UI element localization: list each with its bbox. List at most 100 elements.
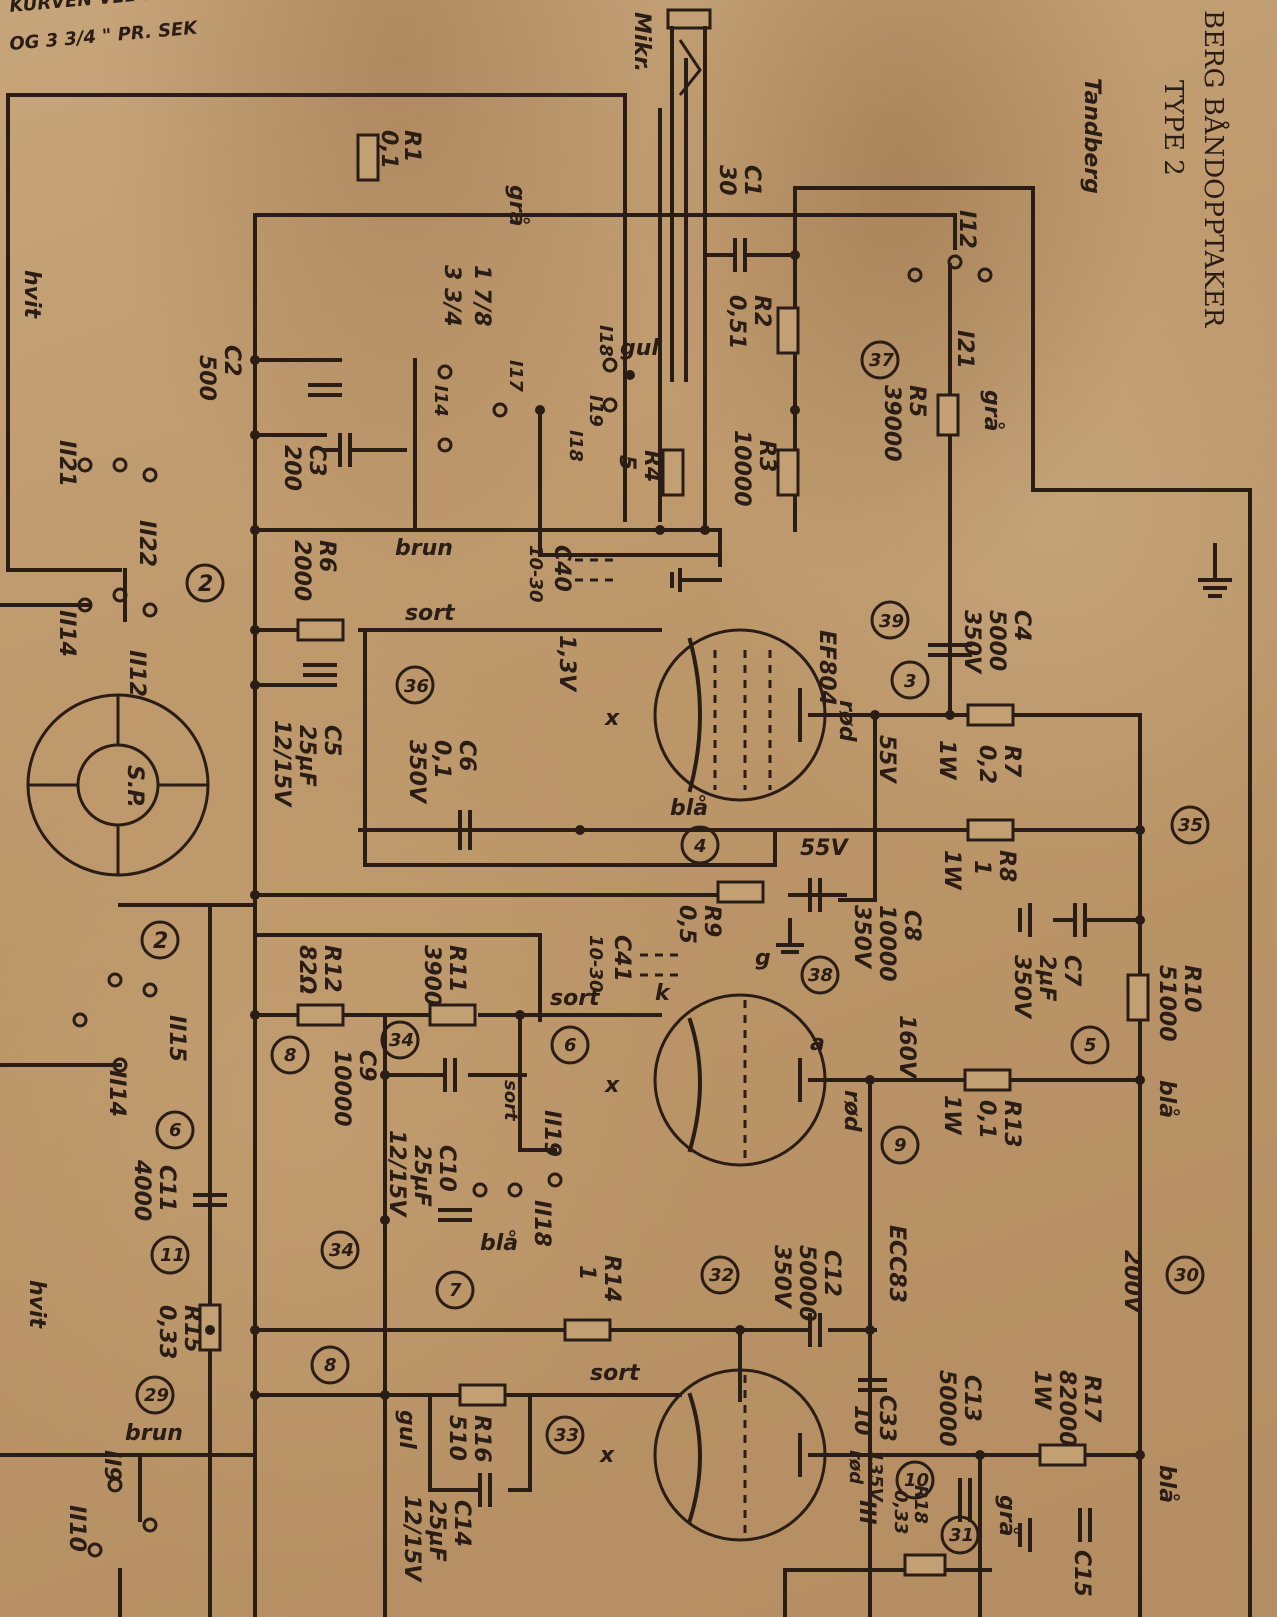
label-3: 3 [904, 671, 917, 692]
label-r12-val: 82Ω [294, 945, 319, 994]
label-c14-v: 12/15V [399, 1495, 424, 1583]
label-c41-val: 10-30 [585, 935, 606, 993]
label-r6: R6 [314, 540, 339, 572]
label-c5-val: 25µF [294, 725, 319, 787]
label-speed-2: 3 3/4 [439, 265, 464, 327]
label-r10: R10 [1179, 965, 1204, 1013]
label-sort-mid: sort [550, 986, 601, 1011]
label-sort-ii19: sort [500, 1080, 521, 1122]
label-r1-val: 0,1 [376, 130, 401, 169]
label-c15: C15 [1069, 1550, 1094, 1597]
label-ii18: II18 [529, 1200, 554, 1247]
label-c6-v: 350V [404, 740, 429, 805]
label-ii14: II14 [54, 610, 79, 657]
label-r3: R3 [754, 440, 779, 472]
label-160v: 160V [894, 1015, 919, 1080]
label-r8: R8 [994, 850, 1019, 882]
label-r7-w: 1W [934, 740, 959, 781]
label-8b: 8 [324, 1355, 337, 1376]
label-gul: gul [620, 336, 659, 361]
label-a: a [810, 1031, 825, 1056]
label-r11: R11 [444, 945, 469, 993]
label-c14: C14 [449, 1500, 474, 1547]
label-ii15: II15 [164, 1015, 189, 1062]
label-38: 38 [808, 965, 833, 986]
c9 [443, 1058, 457, 1092]
r5 [936, 393, 960, 437]
component-labels: Mikr. R1 0,1 grå 1 7/8 3 3/4 C1 30 R2 0,… [19, 12, 1204, 1597]
label-c40: C40 [549, 545, 574, 592]
c41 [640, 953, 680, 977]
label-c1-val: 30 [714, 165, 739, 196]
c11 [193, 1193, 227, 1207]
capacitors [193, 238, 1142, 1542]
label-speed-1: 1 7/8 [469, 265, 494, 327]
label-ii10: II10 [64, 1505, 89, 1552]
label-5: 5 [1084, 1035, 1097, 1056]
label-30: 30 [1174, 1265, 1199, 1286]
c13 [958, 1478, 972, 1522]
ef804-tube [653, 628, 827, 802]
label-2a: 2 [198, 572, 213, 597]
label-c4-val: 5000 [984, 610, 1009, 671]
c10 [438, 1208, 472, 1222]
label-sort-top: sort [405, 601, 456, 626]
c3 [323, 433, 407, 467]
r17 [1038, 1443, 1087, 1467]
label-r5-val: 39000 [879, 385, 904, 462]
label-i18: I18 [595, 325, 616, 357]
label-r9-val: 0,5 [674, 905, 699, 944]
label-r7-val: 0,2 [974, 745, 999, 784]
label-r1: R1 [399, 130, 424, 162]
label-iii: III [854, 1500, 879, 1525]
label-ii14b: II14 [104, 1070, 129, 1117]
label-r6-val: 2000 [289, 540, 314, 601]
label-bla-r10: blå [1154, 1080, 1180, 1118]
label-r15: R15 [179, 1305, 204, 1353]
resistors [198, 133, 1150, 1577]
label-x1: x [604, 706, 620, 731]
ecc83-tube-2 [653, 1368, 827, 1542]
label-sort-bot: sort [590, 1361, 641, 1386]
label-r18: R18 [910, 1485, 931, 1524]
r8 [966, 818, 1015, 842]
label-c4: C4 [1009, 610, 1034, 641]
label-c13-val: 50000 [934, 1370, 959, 1447]
label-bla-top: blå [670, 795, 708, 821]
label-i18b: I18 [565, 430, 586, 462]
brand-logo: Tandberg [1079, 78, 1104, 194]
label-gul-bot: gul [394, 1410, 419, 1449]
c14 [478, 1473, 492, 1507]
r10 [1126, 973, 1150, 1022]
title-block: BERG BÅNDOPPTAKER TYPE 2 Tandberg KURVEN… [9, 0, 1230, 329]
label-r3-val: 10000 [729, 430, 754, 507]
r18 [903, 1553, 947, 1577]
c33 [858, 1378, 887, 1392]
label-mikr: Mikr. [629, 12, 654, 72]
label-36: 36 [404, 676, 429, 697]
label-r4-val: 5 [614, 455, 639, 470]
label-r12: R12 [319, 945, 344, 993]
r9 [716, 880, 765, 904]
label-gra-bot: grå [994, 1495, 1020, 1536]
label-c9-val: 10000 [329, 1050, 354, 1127]
test-points [135, 340, 1210, 1555]
label-c8: C8 [899, 910, 924, 941]
c5 [303, 663, 337, 687]
label-r16-val: 510 [444, 1415, 469, 1461]
label-32: 32 [709, 1265, 734, 1286]
label-r17: R17 [1079, 1375, 1104, 1423]
label-c5-v: 12/15V [269, 720, 294, 808]
label-29: 29 [144, 1385, 169, 1406]
wires [0, 93, 1252, 1617]
label-gra-top: grå [504, 185, 530, 226]
label-rod-top: rød [834, 700, 859, 742]
label-ecc83: ECC83 [884, 1225, 909, 1303]
label-11: 11 [160, 1245, 185, 1266]
label-ii19: II19 [539, 1110, 564, 1157]
mic-jack [666, 8, 712, 412]
label-r18-val: 0,33 [890, 1490, 911, 1534]
label-r13-w: 1W [939, 1095, 964, 1136]
label-c12-v: 350V [769, 1245, 794, 1310]
label-c11: C11 [154, 1165, 179, 1212]
